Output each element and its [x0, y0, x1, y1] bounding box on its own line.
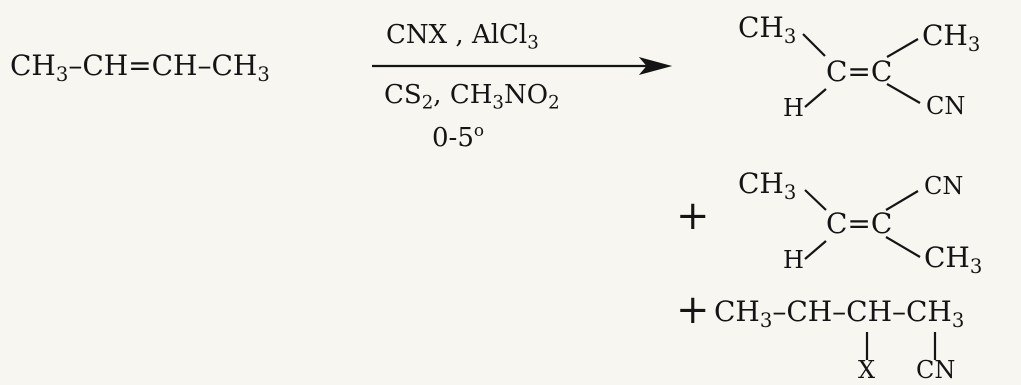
- p2-bottom-right: CH3: [924, 241, 983, 278]
- temperature-label: 0-5o: [432, 120, 485, 154]
- reaction-arrow-head: [638, 57, 673, 75]
- p1-bottom-right: CN: [926, 92, 966, 120]
- p3-x-label: X: [858, 356, 876, 384]
- p1-center: C=C: [826, 55, 893, 88]
- p2-bond-br: [885, 236, 921, 258]
- p1-top-right: CH3: [922, 19, 981, 56]
- p3-cn-label: CN: [916, 356, 956, 384]
- p3-chain: CH3–CH–CH–CH3: [714, 295, 965, 332]
- p1-bottom-left: H: [783, 94, 804, 122]
- p1-bond-tl: [802, 33, 826, 57]
- plus-sign-1: +: [676, 193, 710, 239]
- p1-bond-br: [886, 83, 921, 104]
- reagents-label: CNX , AlCl3: [386, 20, 539, 54]
- p1-bond-bl: [804, 88, 827, 108]
- plus-sign-2: +: [676, 287, 710, 333]
- solvents-label: CS2, CH3NO2: [384, 80, 560, 114]
- p2-center: C=C: [826, 207, 893, 240]
- p2-top-left: CH3: [738, 167, 797, 204]
- p2-bottom-left: H: [783, 246, 804, 274]
- p1-top-left: CH3: [738, 11, 797, 48]
- p2-bond-tl: [804, 189, 827, 211]
- p2-bond-tr: [885, 190, 919, 211]
- reactant-formula: CH3–CH=CH–CH3: [10, 49, 270, 86]
- p2-top-right: CN: [924, 172, 964, 200]
- p1-bond-tr: [886, 38, 919, 58]
- p2-bond-bl: [804, 240, 827, 260]
